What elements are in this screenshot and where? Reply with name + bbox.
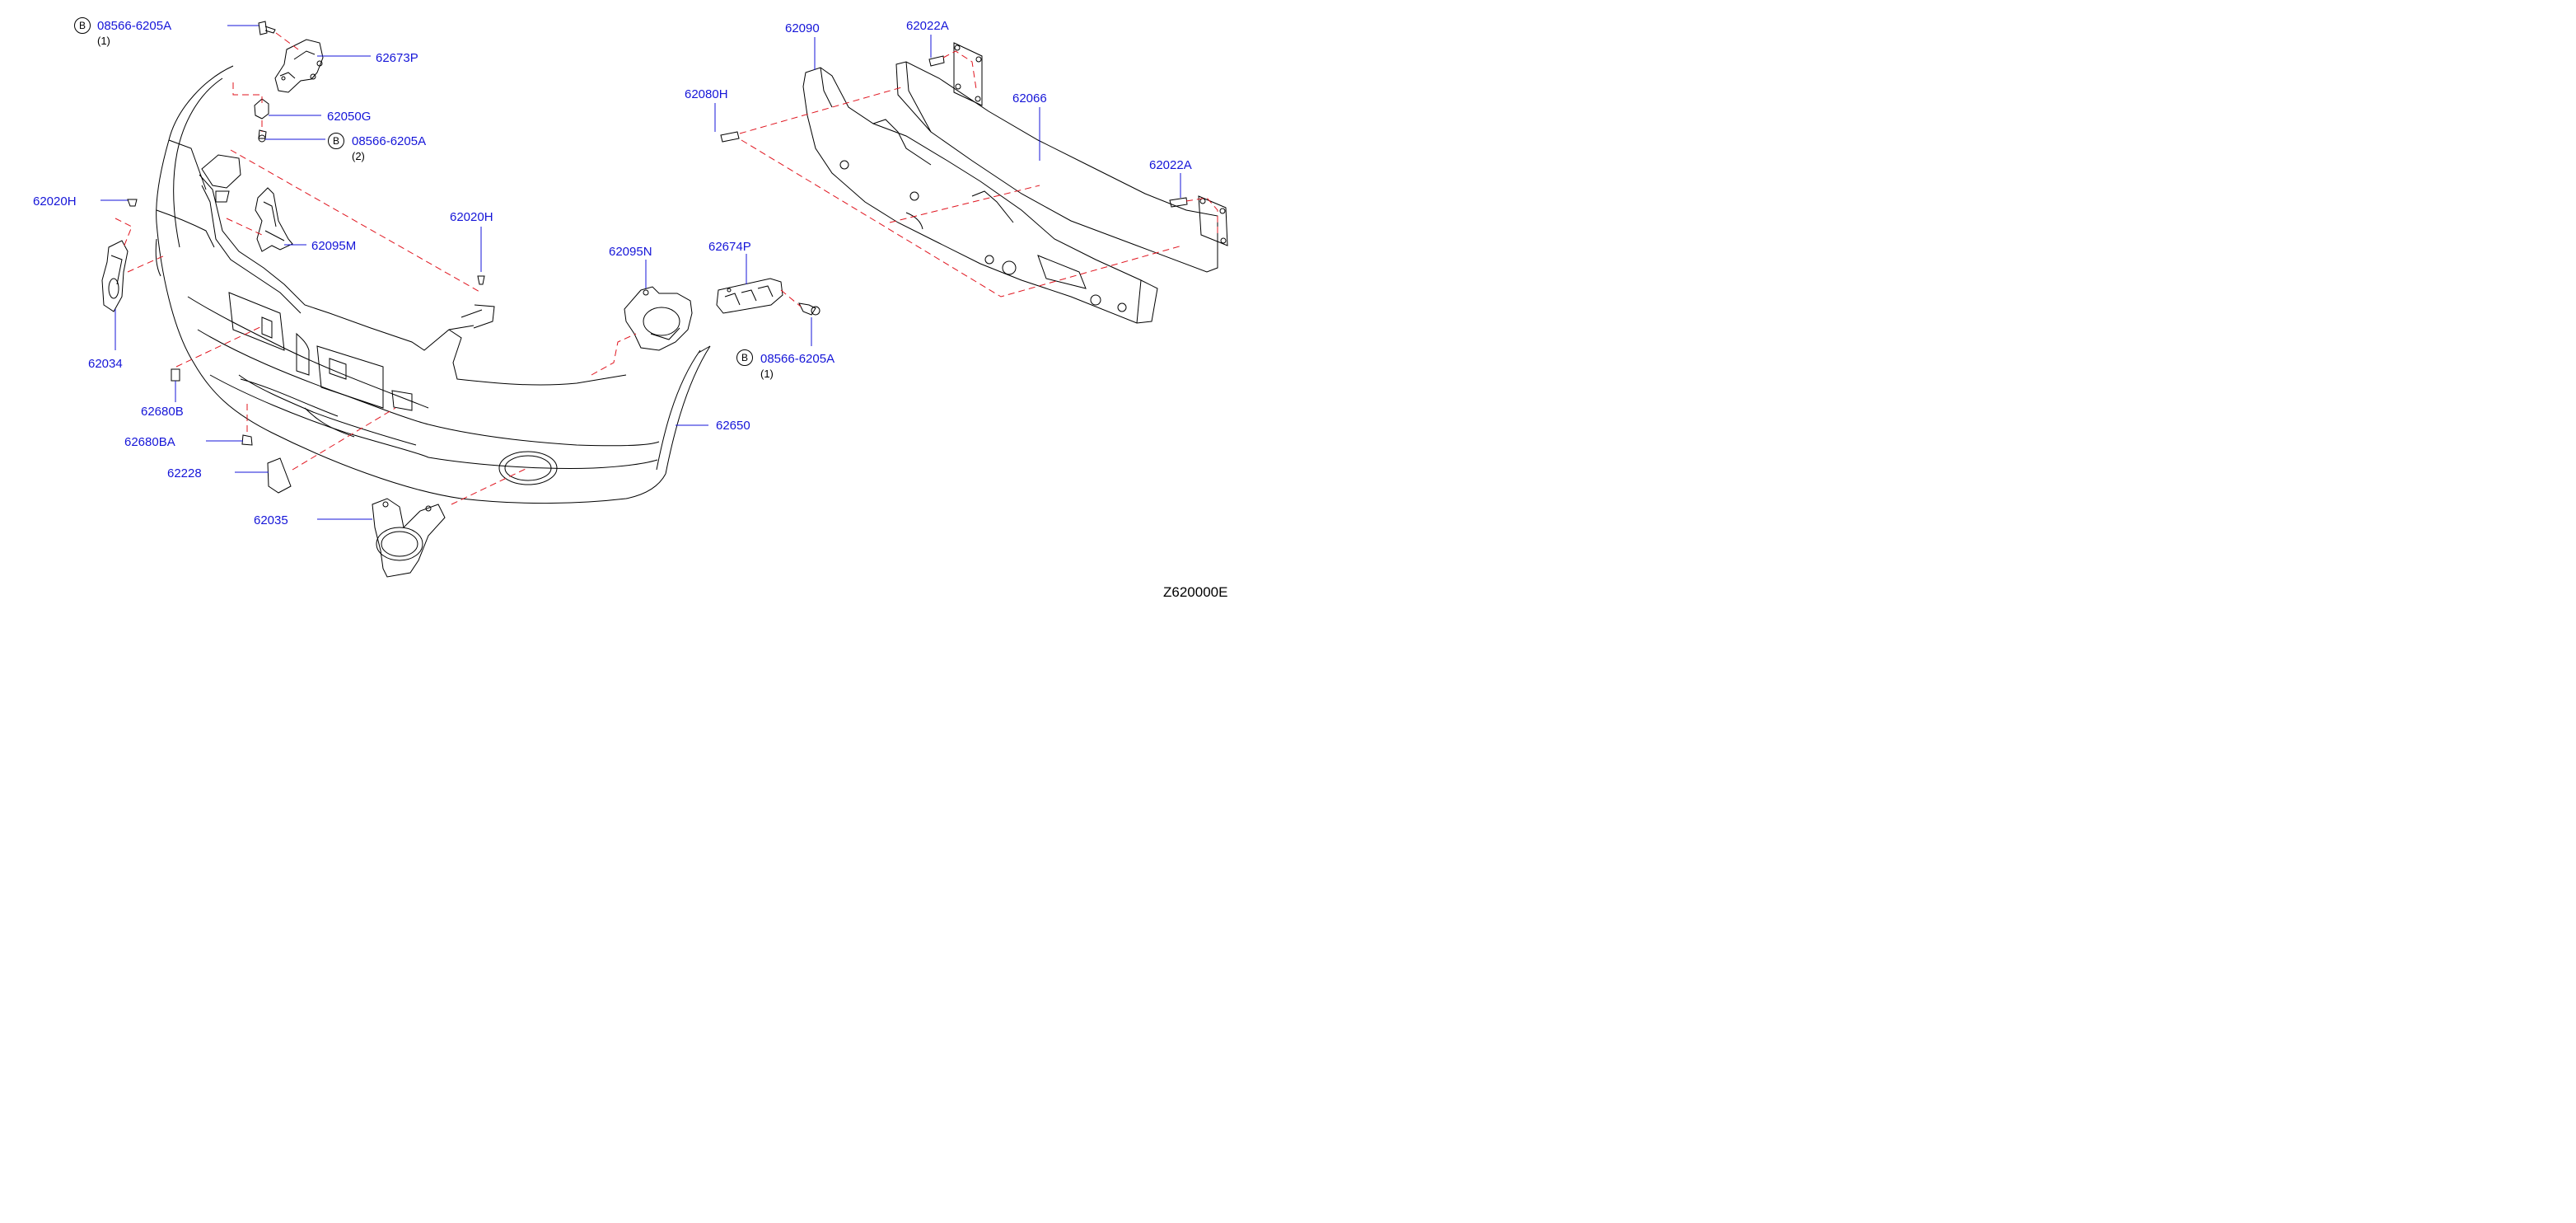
foglamp-bracket-62095N bbox=[624, 286, 693, 351]
label-62080H: 62080H bbox=[685, 87, 728, 101]
side-bracket-62034 bbox=[101, 240, 129, 312]
label-62034: 62034 bbox=[88, 357, 123, 371]
label-62020H-left: 62020H bbox=[33, 194, 77, 209]
label-62680B: 62680B bbox=[141, 405, 184, 419]
clip-parts bbox=[267, 390, 413, 494]
label-62680BA: 62680BA bbox=[124, 435, 175, 449]
bolt-badge-right: B bbox=[736, 349, 753, 366]
label-62090: 62090 bbox=[785, 21, 820, 35]
label-bolt-top: 08566-6205A bbox=[97, 19, 172, 33]
bolt-parts bbox=[127, 21, 1188, 446]
qty-bolt-right: (1) bbox=[760, 368, 774, 380]
bolt-badge-top: B bbox=[74, 17, 91, 34]
upper-bracket-62673P bbox=[274, 39, 324, 93]
label-62095N: 62095N bbox=[609, 245, 652, 259]
label-62095M: 62095M bbox=[311, 239, 357, 253]
side-bracket-62095M bbox=[255, 187, 293, 252]
bumper-fascia bbox=[155, 65, 711, 504]
qty-bolt-top: (1) bbox=[97, 35, 110, 47]
label-62020H-center: 62020H bbox=[450, 210, 493, 224]
assembly-dash-lines bbox=[115, 32, 1218, 505]
energy-absorber-62090 bbox=[802, 67, 1158, 324]
label-62022A-top: 62022A bbox=[906, 19, 949, 33]
label-62035: 62035 bbox=[254, 513, 288, 527]
label-62050G: 62050G bbox=[327, 110, 372, 124]
drawing-code: Z620000E bbox=[1163, 584, 1228, 600]
foglamp-bracket-62035 bbox=[372, 498, 446, 578]
label-62650: 62650 bbox=[716, 419, 750, 433]
diagram-artwork bbox=[101, 21, 1228, 578]
callout-leaders bbox=[101, 25, 1181, 520]
label-62022A-right: 62022A bbox=[1149, 158, 1192, 172]
label-bolt-right: 08566-6205A bbox=[760, 352, 835, 366]
bolt-badge-mid: B bbox=[328, 133, 344, 149]
parts-diagram: B 08566-6205A (1) 62673P 62050G B 08566-… bbox=[0, 0, 1273, 605]
qty-bolt-mid: (2) bbox=[352, 150, 365, 162]
label-62674P: 62674P bbox=[708, 240, 751, 254]
label-62228: 62228 bbox=[167, 466, 202, 480]
label-62066: 62066 bbox=[1012, 91, 1047, 105]
label-bolt-mid: 08566-6205A bbox=[352, 134, 427, 148]
bracket-62674P bbox=[716, 278, 783, 314]
reinforcement-beam-62066 bbox=[895, 42, 1228, 273]
label-62673P: 62673P bbox=[376, 51, 418, 65]
